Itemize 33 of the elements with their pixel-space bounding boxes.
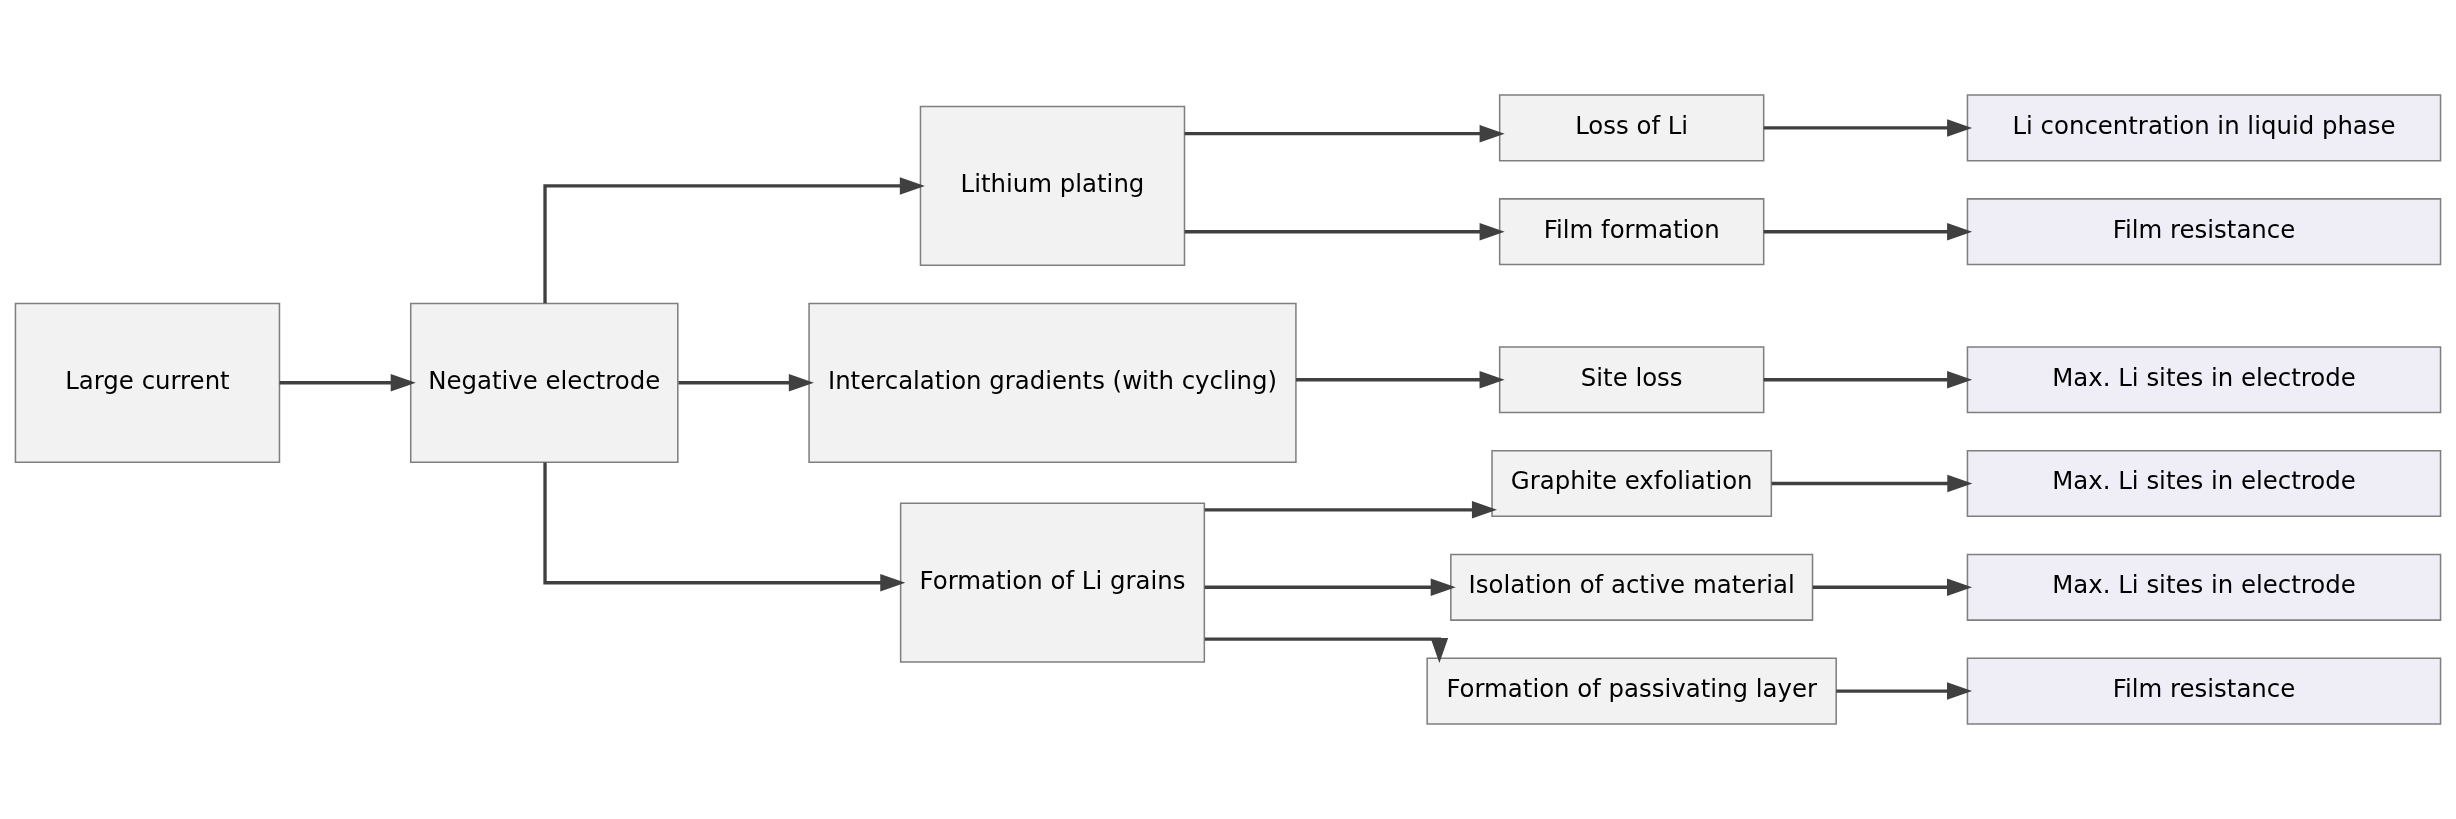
node-box: Isolation of active material: [1450, 553, 1814, 621]
arrow: [678, 374, 814, 392]
node-box: Negative electrode: [409, 302, 679, 463]
node-box: Li concentration in liquid phase: [1966, 94, 2442, 162]
node-box: Max. Li sites in electrode: [1966, 553, 2442, 621]
arrow: [1296, 370, 1505, 389]
node-box: Max. Li sites in electrode: [1966, 346, 2442, 414]
node-box: Large current: [14, 302, 281, 463]
node-box: Formation of Li grains: [899, 502, 1206, 663]
arrow: [1763, 370, 1973, 389]
arrow: [1204, 578, 1456, 597]
node-box: Lithium plating: [919, 105, 1186, 267]
arrow: [1763, 222, 1973, 241]
arrow: [1184, 222, 1505, 241]
arrow: [543, 462, 906, 592]
arrow: [1763, 119, 1973, 137]
node-box: Max. Li sites in electrode: [1966, 449, 2442, 518]
arrow: [543, 177, 925, 304]
node-box: Film formation: [1498, 198, 1765, 266]
node-box: Formation of passivating layer: [1426, 657, 1837, 725]
node-box: Loss of Li: [1498, 94, 1765, 162]
arrow: [1812, 578, 1973, 597]
arrow: [1184, 124, 1505, 143]
arrow: [279, 374, 416, 392]
arrow: [1836, 682, 1973, 700]
node-box: Graphite exfoliation: [1491, 449, 1773, 518]
node-box: Film resistance: [1966, 657, 2442, 725]
node-box: Film resistance: [1966, 198, 2442, 266]
arrow: [1204, 501, 1497, 519]
node-box: Intercalation gradients (with cycling): [808, 302, 1297, 463]
arrow: [1204, 637, 1449, 663]
node-box: Site loss: [1498, 346, 1765, 414]
arrow: [1771, 474, 1973, 493]
